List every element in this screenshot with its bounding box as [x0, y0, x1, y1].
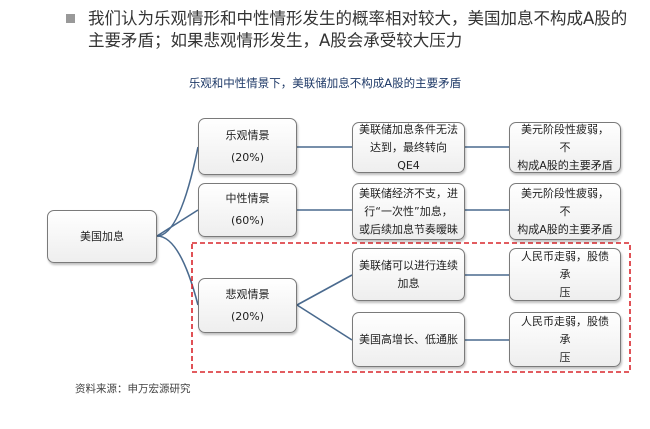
cause-line: 美国高增长、低通胀: [359, 332, 458, 346]
scenario-prob: (20%): [230, 150, 265, 164]
scenario-neutral: 中性情景 (60%): [198, 183, 297, 237]
effect-box: 美元阶段性疲弱，不构成A股的主要矛盾: [509, 183, 621, 240]
connector: [465, 146, 509, 341]
cause-line: 行“一次性”加息，: [364, 204, 453, 218]
scenario-optimistic: 乐观情景 (20%): [198, 118, 297, 175]
connector: [296, 304, 353, 341]
cause-line: 美联储经济不支，进: [359, 186, 458, 200]
heading-line2: 主要矛盾；如果悲观情形发生，A股会承受较大压力: [88, 31, 463, 50]
root-label: 美国加息: [80, 229, 124, 243]
effect-line: 美元阶段性疲弱，不: [521, 122, 609, 154]
cause-box: 美联储加息条件无法达到，最终转向QE4: [352, 122, 465, 173]
cause-line: 加息: [397, 276, 420, 290]
effect-box: 人民币走弱，股债承压: [509, 312, 621, 367]
connector: [156, 146, 199, 237]
highlight-dashed-box: [191, 242, 631, 373]
scenario-name: 中性情景: [225, 192, 270, 205]
effect-line: 压: [559, 285, 571, 299]
scenario-prob: (20%): [230, 309, 265, 323]
cause-line: 达到，最终转向QE4: [370, 140, 447, 172]
connector: [156, 209, 199, 237]
effect-line: 构成A股的主要矛盾: [517, 158, 613, 172]
heading-line1: 我们认为乐观情形和中性情形发生的概率相对较大，美国加息不构成A股的: [88, 9, 628, 28]
effect-line: 人民币走弱，股债承: [521, 314, 609, 346]
connector: [156, 235, 199, 306]
cause-box: 美联储经济不支，进行“一次性”加息， 或后续加息节奏暧昧: [352, 183, 465, 240]
cause-box: 美国高增长、低通胀: [352, 312, 465, 367]
diagram-title: 乐观和中性情景下，美联储加息不构成A股的主要矛盾: [188, 76, 462, 90]
effect-box: 美元阶段性疲弱，不构成A股的主要矛盾: [509, 122, 621, 173]
scenario-name: 乐观情景: [225, 128, 270, 142]
bullet-icon: [66, 14, 75, 23]
cause-line: 美联储可以进行连续: [359, 258, 458, 272]
connector: [296, 274, 353, 306]
cause-box: 美联储可以进行连续加息: [352, 248, 465, 301]
effect-line: 构成A股的主要矛盾: [517, 222, 613, 236]
effect-box: 人民币走弱，股债承压: [509, 248, 621, 301]
cause-line: 美联储加息条件无法: [359, 122, 458, 136]
cause-line: 或后续加息节奏暧昧: [359, 222, 458, 236]
effect-line: 压: [559, 350, 571, 364]
source-note: 资料来源：申万宏源研究: [75, 383, 191, 395]
scenario-prob: (60%): [230, 214, 265, 227]
heading: 我们认为乐观情形和中性情形发生的概率相对较大，美国加息不构成A股的 主要矛盾；如…: [88, 8, 648, 52]
scenario-name: 悲观情景: [225, 287, 270, 301]
scenario-pessimistic: 悲观情景 (20%): [198, 278, 297, 333]
effect-line: 美元阶段性疲弱，不: [521, 186, 609, 218]
effect-line: 人民币走弱，股债承: [521, 249, 609, 281]
root-box: 美国加息: [47, 210, 157, 263]
